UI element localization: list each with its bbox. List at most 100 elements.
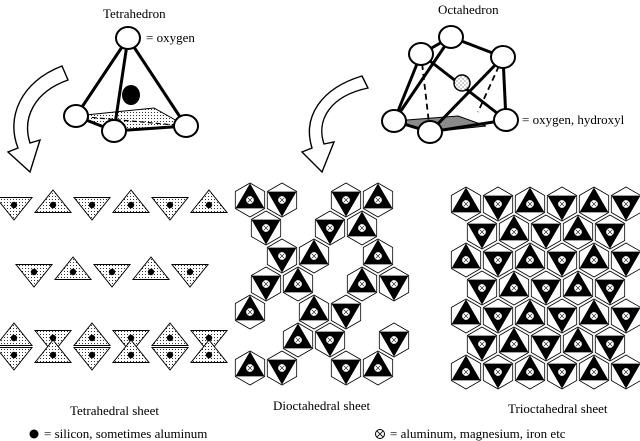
silicon-atom <box>49 201 57 209</box>
octahedron-oxygen-atoms <box>381 25 519 144</box>
aluminum-atom-cross <box>607 341 613 347</box>
oxygen-atom <box>490 45 516 69</box>
tetrahedron-unit <box>150 197 190 221</box>
tetrahedron-unit <box>33 339 73 363</box>
aluminum-atom-cross <box>495 369 501 375</box>
aluminum-atom-cross <box>495 257 501 263</box>
oxygen-atom-top <box>115 26 141 50</box>
tetrahedron-unit <box>0 347 34 371</box>
aluminum-atom-cross <box>463 369 469 375</box>
tetrahedron-oxygen-label: = oxygen <box>146 30 195 45</box>
tetrahedral-sheet <box>0 189 229 371</box>
aluminum-atom-cross <box>511 341 517 347</box>
silicon-atom <box>205 201 213 209</box>
tetrahedron-unit <box>111 339 151 363</box>
tetrahedron-oxygen-atoms <box>63 26 199 143</box>
silicon-atom <box>49 334 57 342</box>
aluminum-atom-cross <box>359 281 365 287</box>
tetrahedron-unit <box>189 339 229 363</box>
tetrahedron-unit <box>170 264 210 288</box>
aluminum-atom-cross <box>263 281 269 287</box>
aluminum-atom-cross <box>375 197 381 203</box>
dioctahedral-sheet <box>234 182 410 386</box>
tetrahedron-hidden-edge <box>75 115 187 127</box>
silicon-atom <box>147 268 155 276</box>
tetrahedron-unit <box>0 322 34 346</box>
aluminum-atom-cross <box>559 313 565 319</box>
aluminum-atom-cross <box>279 197 285 203</box>
tetrahedron-unit <box>14 264 54 288</box>
aluminum-atom-cross <box>623 369 629 375</box>
silicon-atom <box>10 351 18 359</box>
aluminum-atom-cross <box>607 285 613 291</box>
oxygen-atom <box>408 42 434 66</box>
silicon-atom <box>10 334 18 342</box>
aluminum-atom-cross <box>495 313 501 319</box>
aluminum-atom-cross <box>527 257 533 263</box>
tetrahedron-unit <box>72 197 112 221</box>
aluminum-legend-label: = aluminum, magnesium, iron etc <box>390 426 566 441</box>
silicon-legend-label: = silicon, sometimes aluminum <box>44 426 207 441</box>
aluminum-atom-cross <box>607 229 613 235</box>
silicon-atom <box>166 334 174 342</box>
aluminum-atom-cross <box>543 285 549 291</box>
silicon-atom <box>10 201 18 209</box>
silicon-atom <box>205 334 213 342</box>
aluminum-atom-cross <box>575 285 581 291</box>
tetrahedron-model: Tetrahedron = oxygen <box>6 6 199 174</box>
aluminum-atom-cross <box>495 201 501 207</box>
oxygen-atom <box>101 119 127 143</box>
aluminum-atom-cross <box>479 341 485 347</box>
silicon-legend-icon <box>29 429 39 439</box>
silicon-atom <box>166 201 174 209</box>
aluminum-atom-cross <box>247 309 253 315</box>
aluminum-atom-cross <box>295 281 301 287</box>
aluminum-atom-cross <box>343 365 349 371</box>
tetrahedron-unit <box>150 347 190 371</box>
aluminum-atom-cross <box>311 253 317 259</box>
tetrahedron-unit <box>0 197 34 221</box>
dioctahedral-sheet-label: Dioctahedral sheet <box>273 398 370 413</box>
octahedron-oxygen-label: = oxygen, hydroxyl <box>522 112 625 127</box>
tetrahedron-title: Tetrahedron <box>103 6 166 21</box>
aluminum-atom-cross <box>463 313 469 319</box>
aluminum-atom-cross <box>391 281 397 287</box>
tetrahedron-unit <box>111 189 151 213</box>
aluminum-atom-cross <box>247 365 253 371</box>
aluminum-atom-cross <box>391 337 397 343</box>
aluminum-atom-cross <box>263 225 269 231</box>
aluminum-atom-cross <box>327 225 333 231</box>
aluminum-atom-cross <box>311 309 317 315</box>
trioctahedral-sheet-label: Trioctahedral sheet <box>508 401 608 416</box>
aluminum-atom-cross <box>463 201 469 207</box>
tetrahedron-unit <box>131 256 171 280</box>
aluminum-atom-cross <box>559 257 565 263</box>
aluminum-atom <box>453 74 471 92</box>
tetrahedral-sheet-label: Tetrahedral sheet <box>70 403 159 418</box>
tetrahedron-unit <box>150 322 190 346</box>
tetrahedron-unit <box>72 347 112 371</box>
silicon-atom <box>205 351 213 359</box>
aluminum-atom-cross <box>527 201 533 207</box>
tetrahedron-unit <box>53 256 93 280</box>
oxygen-atom <box>493 108 519 132</box>
aluminum-atom-cross <box>591 201 597 207</box>
silicon-atom <box>122 85 140 105</box>
aluminum-atom-cross <box>343 309 349 315</box>
curved-arrow-icon <box>6 65 69 174</box>
silicon-atom <box>127 334 135 342</box>
aluminum-atom-cross <box>327 337 333 343</box>
aluminum-atom-cross <box>279 365 285 371</box>
aluminum-atom-cross <box>511 229 517 235</box>
aluminum-atom-cross <box>247 197 253 203</box>
aluminum-atom-cross <box>279 253 285 259</box>
oxygen-atom <box>438 25 464 49</box>
silicon-atom <box>127 351 135 359</box>
legend: = silicon, sometimes aluminum = aluminum… <box>29 426 566 441</box>
aluminum-atom-cross <box>375 253 381 259</box>
aluminum-atom-cross <box>511 285 517 291</box>
silicon-atom <box>166 351 174 359</box>
aluminum-atom-cross <box>527 313 533 319</box>
aluminum-atom-cross <box>575 229 581 235</box>
